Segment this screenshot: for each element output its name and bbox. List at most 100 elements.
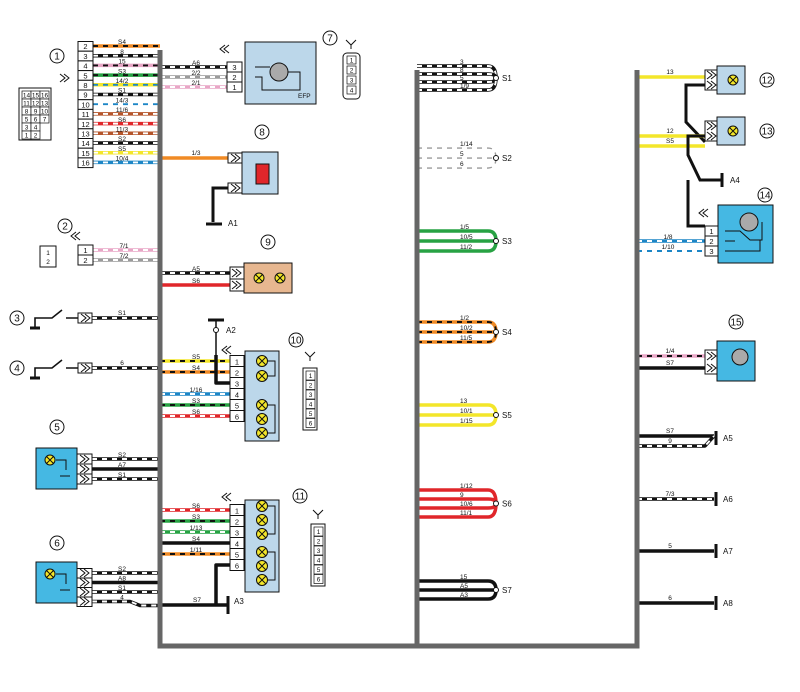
face-pin: 2 [317,539,321,546]
pin-number: 3 [709,247,713,256]
wire-label: S2 [118,566,126,573]
component6-body [35,561,78,604]
lamp-filament [257,400,267,410]
relay-ground-wire [211,186,228,222]
switch-contact [34,359,78,378]
splice-node [493,587,499,593]
face-pin: 13 [41,101,49,108]
face-cell [305,399,316,409]
wire-label: S1 [118,472,126,479]
wire-label: S4 [192,536,200,543]
splice-wire-stripe [417,77,497,83]
connector-icon [79,578,90,587]
wire-label: 5 [460,75,464,82]
harness-trunk [157,50,640,649]
pin-number: 16 [81,159,89,168]
connector-icon [79,597,90,606]
face-cell [346,55,357,65]
wire-label: 10/2 [460,325,473,332]
wire-label: S6 [192,503,200,510]
lamp-filament [257,428,267,438]
wire-label: S3 [192,398,200,405]
pin-number: 8 [83,81,87,90]
pin-number: 2 [235,518,239,527]
pin-number: 15 [81,149,89,158]
wire-label: 1/9 [460,83,469,90]
wire-label: 10/4 [116,156,129,163]
relay-element-icon [255,163,270,185]
connector-icon [70,231,81,241]
ground-symbol: A8 [714,596,733,610]
connector-icon [312,509,324,519]
connector-icon [79,464,90,474]
callout-circle [57,218,73,234]
ground-wire-A5-stripe [637,435,715,447]
pin-number: 5 [235,402,239,411]
connector-icon [304,351,316,361]
lamp-filament [257,501,267,511]
lamp-filament [257,515,267,525]
wire-label: A6 [192,60,200,67]
comp12-pins [704,69,718,91]
pin-number: 10 [81,100,89,109]
pin-number: 5 [83,71,87,80]
ground-wire [684,83,707,144]
callout-circle [254,124,270,140]
wire-label: 2/1 [191,80,200,87]
splice-wire [417,157,498,170]
ground-symbol: A5 [714,431,733,445]
comp13-pins [704,120,718,142]
splice-wire-stripe [417,77,497,91]
connector-icon [59,73,70,83]
pin-number: 2 [709,237,713,246]
pin-number: 2 [83,42,87,51]
wire-label: 13 [460,398,468,405]
panel10-circuit [268,360,276,434]
connector-icon [79,454,90,464]
pin-number: 3 [235,529,239,538]
motor14-body [717,204,774,264]
connector2-face [39,245,57,268]
connector2-pin [77,254,94,266]
connector-icon [221,345,232,355]
face-pin: 4 [309,402,313,409]
pin-number: 4 [235,540,239,549]
pin-number: 1 [235,358,239,367]
ground-label: A8 [723,599,733,608]
pin-number: 3 [235,380,239,389]
connector-icon [345,39,357,49]
face-cell [313,526,324,537]
panel10-pin [229,410,245,422]
wire-label: 1/15 [460,418,473,425]
ground-label: A2 [226,326,236,335]
face-pin: 2 [350,68,354,75]
wire-label: 1/16 [190,387,203,394]
pin-number: 2 [235,369,239,378]
switch-plug [77,362,93,374]
pin-number: 9 [83,91,87,100]
connector-icon [231,280,242,290]
splice-label: S4 [502,328,512,337]
wire-label: 10/1 [460,408,473,415]
connector-icon [219,44,230,54]
pin-number: 3 [83,52,87,61]
wire-label: 14/2 [116,78,129,85]
face-pin: 2 [309,383,313,390]
face-pin: 9 [34,109,38,116]
pin-number: 13 [81,130,89,139]
splice-label: S7 [502,586,512,595]
lamp-filament [729,127,737,135]
face-pin: 2 [46,259,50,266]
callout-number: 1 [54,52,60,63]
splice-node [493,238,499,244]
wire-label: 1/11 [190,547,203,554]
wire-label: 6 [668,595,672,602]
face-pin: 1 [25,133,29,140]
connector-icon [80,313,91,323]
connector-icon [706,70,717,80]
connector-icon [79,474,90,484]
callout-circle [260,234,276,250]
wire-label: 8 [120,49,124,56]
splice-node [493,500,499,507]
